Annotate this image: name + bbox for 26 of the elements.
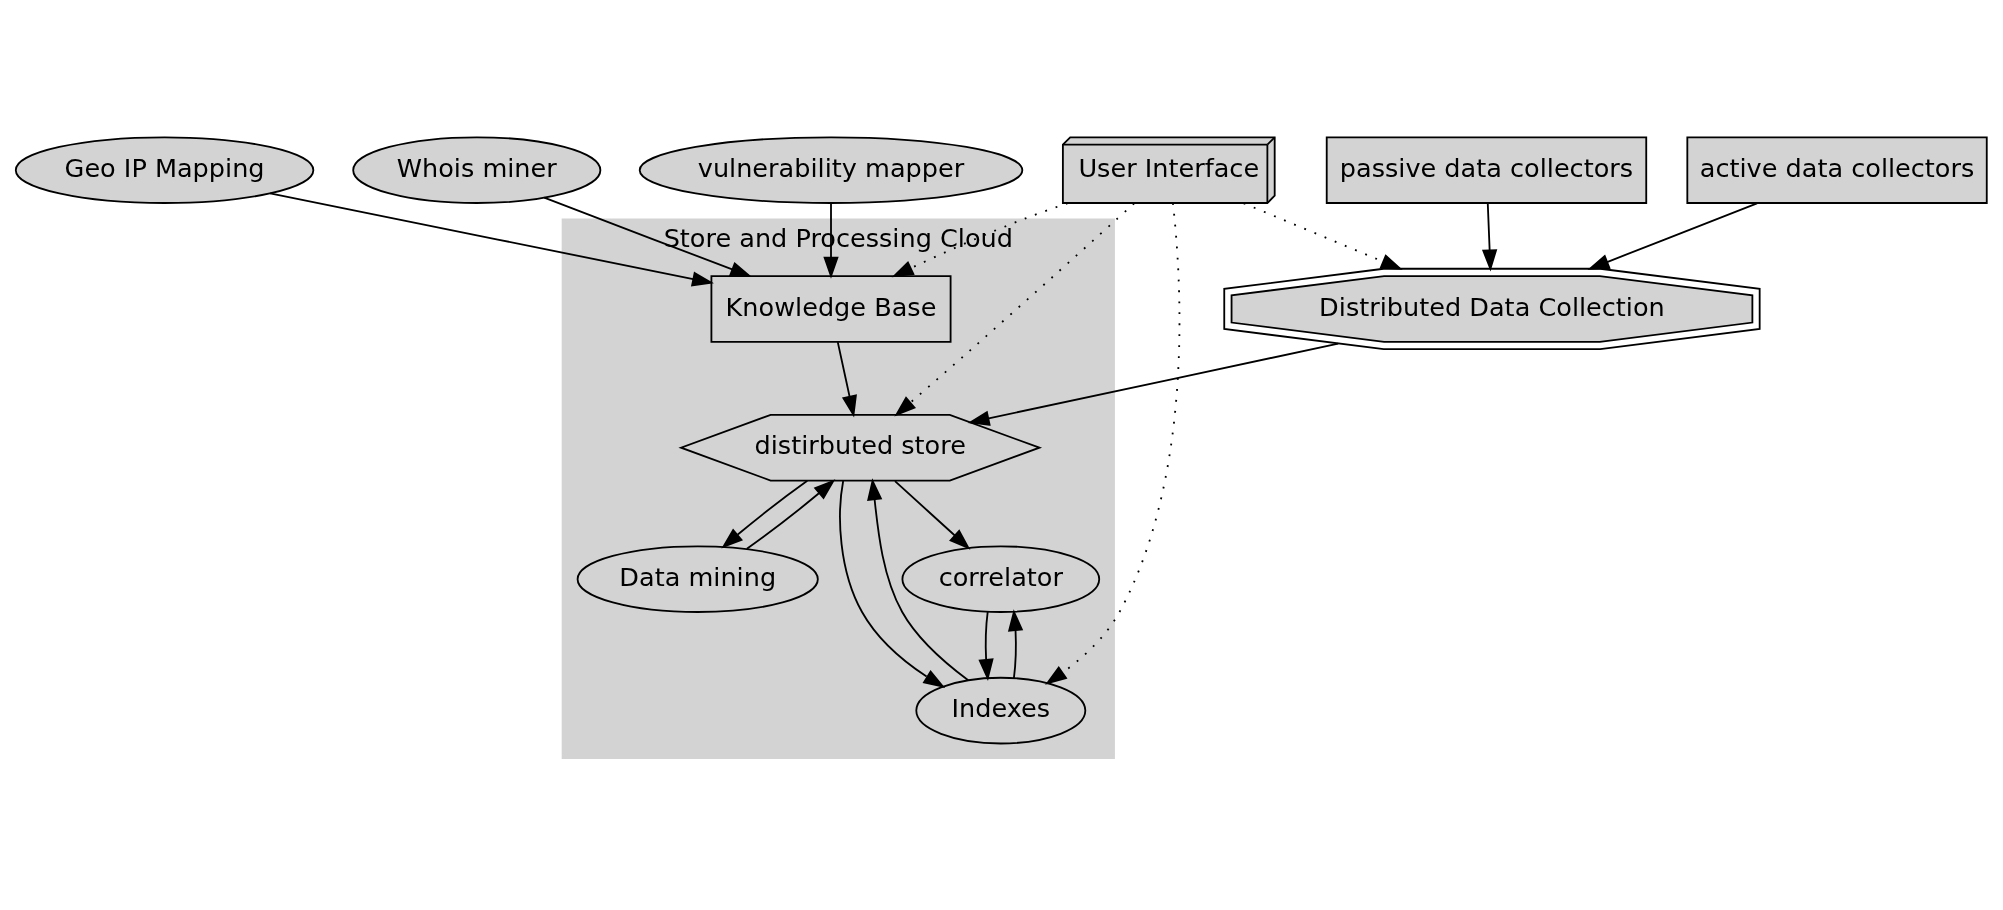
arrow (891, 202, 1069, 278)
node-ellipse: correlator (901, 545, 1101, 613)
node-ellipse: Geo IP Mapping (14, 136, 315, 204)
arrow (269, 192, 714, 287)
node-box: Knowledge Base (710, 275, 952, 343)
arrow (746, 479, 836, 550)
node-ellipse: Whois miner (352, 136, 602, 204)
arrow (1587, 202, 1758, 270)
arrow (894, 480, 971, 550)
node-ellipse: Data mining (576, 545, 819, 613)
arrow (978, 611, 994, 681)
arrow (1242, 202, 1403, 270)
arrow (867, 478, 970, 682)
arrow (839, 480, 946, 688)
arrow (1007, 609, 1024, 680)
arrow (894, 202, 1135, 417)
node-box: passive data collectors (1325, 136, 1648, 204)
arrow (1045, 202, 1181, 685)
arrow (543, 196, 753, 277)
arrow (1481, 202, 1498, 272)
node-ellipse: Indexes (915, 676, 1087, 745)
node-ellipse: vulnerability mapper (638, 136, 1024, 204)
arrow (836, 341, 857, 418)
arrow (721, 479, 809, 549)
node-box: active data collectors (1686, 136, 1988, 204)
arrow (967, 342, 1340, 426)
